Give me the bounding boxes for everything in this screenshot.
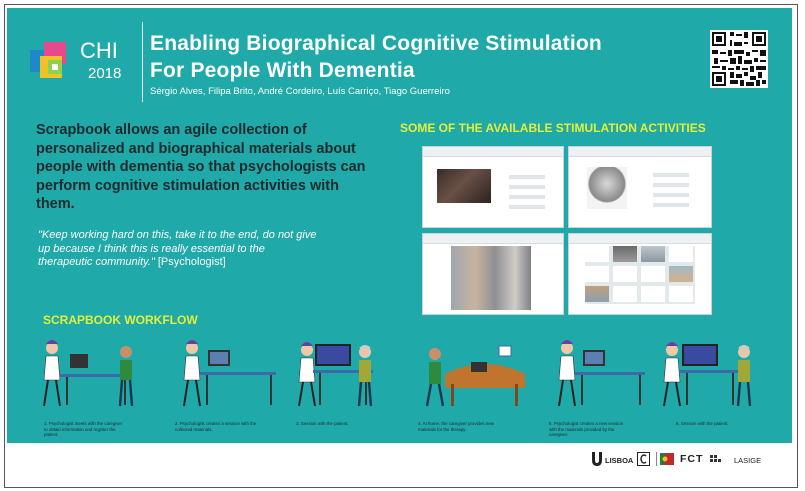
ulisboa-logo-text: LISBOA bbox=[605, 456, 634, 465]
step-1-illustration bbox=[43, 340, 134, 407]
conference-year: 2018 bbox=[88, 65, 122, 82]
screenshot-toolbar bbox=[423, 234, 563, 244]
government-logo-icon bbox=[660, 453, 674, 465]
qr-code-icon bbox=[710, 30, 768, 88]
lead-text: Scrapbook allows an agile collection of … bbox=[36, 122, 366, 212]
authors: Sérgio Alves, Filipa Brito, André Cordei… bbox=[150, 86, 450, 97]
puzzle-photo bbox=[451, 246, 531, 310]
lasige-logo-text: LASIGE bbox=[734, 456, 762, 465]
workflow-step-caption-4: 4. At home, the caregiver provides new m… bbox=[418, 421, 494, 432]
screenshot-toolbar bbox=[423, 147, 563, 157]
workflow-step-caption-3: 3. Session with the patient. bbox=[296, 421, 349, 426]
workflow-step-caption-6: 6. Session with the patient. bbox=[676, 421, 729, 426]
conference-name: CHI bbox=[80, 38, 118, 63]
psychologist-quote: "Keep working hard on this, take it to t… bbox=[38, 229, 318, 270]
workflow-illustrations bbox=[43, 340, 752, 407]
workflow-step-caption-1: 1. Psychologist meets with the caregiver… bbox=[44, 421, 123, 438]
workflow-step-caption-2: 2. Psychologist creates a session with t… bbox=[175, 421, 257, 432]
screenshot-toolbar bbox=[569, 234, 711, 244]
fct-logo-text: FCT bbox=[680, 453, 704, 465]
activity-screenshot-3 bbox=[422, 233, 564, 315]
activity-photo bbox=[437, 169, 491, 203]
step-3-illustration bbox=[298, 342, 373, 407]
step-2-illustration bbox=[183, 340, 276, 407]
activity-photo bbox=[587, 167, 627, 209]
chi-logo-icon bbox=[30, 42, 66, 78]
ciencias-logo-icon bbox=[637, 452, 650, 466]
logo-separator bbox=[656, 452, 657, 466]
screenshot-toolbar bbox=[569, 147, 711, 157]
poster-title: Enabling Biographical Cognitive Stimulat… bbox=[150, 30, 602, 84]
activity-screenshot-1 bbox=[422, 146, 564, 228]
step-6-illustration bbox=[663, 342, 752, 407]
step-4-illustration bbox=[425, 345, 525, 407]
fct-logo-icon bbox=[710, 455, 721, 462]
memory-grid bbox=[585, 246, 695, 304]
ulisboa-logo-icon bbox=[592, 452, 602, 466]
step-5-illustration bbox=[558, 340, 645, 407]
title-line-1: Enabling Biographical Cognitive Stimulat… bbox=[150, 32, 602, 55]
header-divider bbox=[142, 22, 143, 102]
quote-text: "Keep working hard on this, take it to t… bbox=[38, 229, 317, 268]
activity-screenshot-4 bbox=[568, 233, 712, 315]
quote-attribution: [Psychologist] bbox=[154, 256, 226, 268]
workflow-heading: SCRAPBOOK WORKFLOW bbox=[43, 313, 198, 327]
answer-options bbox=[509, 171, 545, 211]
activities-heading: SOME OF THE AVAILABLE STIMULATION ACTIVI… bbox=[400, 121, 706, 135]
title-line-2: For People With Dementia bbox=[150, 59, 415, 82]
workflow-step-caption-5: 5. Psychologist creates a new session wi… bbox=[549, 421, 624, 438]
activity-screenshot-2 bbox=[568, 146, 712, 228]
answer-options bbox=[653, 169, 689, 209]
